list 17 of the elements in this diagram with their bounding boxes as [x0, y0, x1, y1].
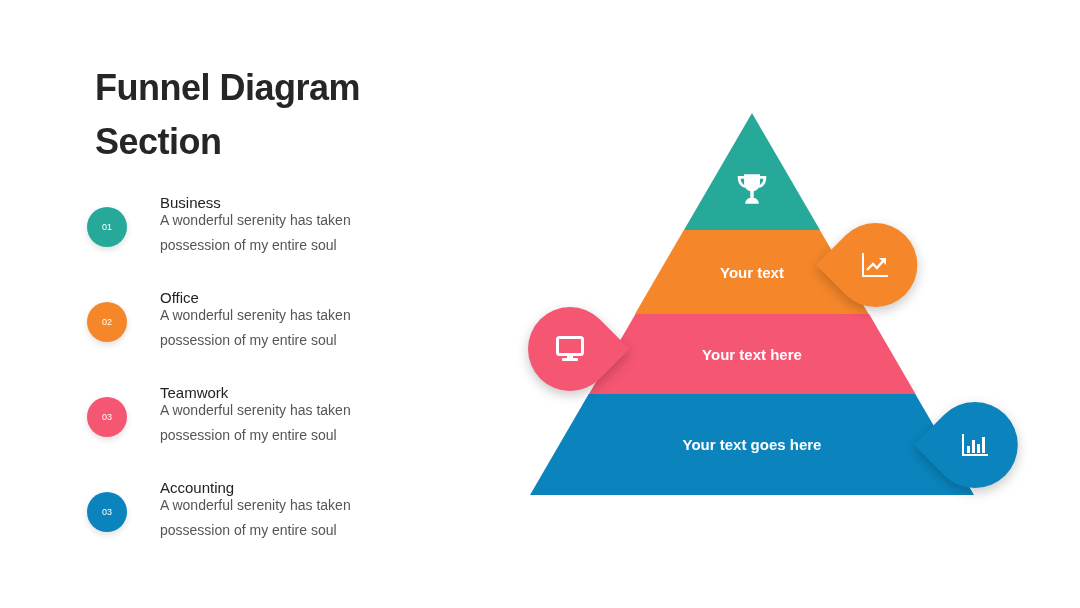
layer-label: Your text goes here	[682, 436, 822, 453]
item-description: A wonderful serenity has taken possession of my entire soul	[160, 401, 352, 445]
item-description: A wonderful serenity has taken possession of my entire soul	[160, 306, 352, 350]
item-heading: Business	[160, 193, 221, 213]
item-description: A wonderful serenity has taken possession of my entire soul	[160, 496, 352, 540]
item-description: A wonderful serenity has taken possession of my entire soul	[160, 211, 352, 255]
slide-title: Funnel Diagram Section	[95, 66, 362, 164]
number-badge: 03	[87, 492, 127, 532]
pyramid-layer	[684, 113, 820, 230]
item-heading: Teamwork	[160, 383, 229, 403]
number-badge: 02	[87, 302, 127, 342]
number-badge: 03	[87, 397, 127, 437]
layer-label: Your text	[720, 263, 784, 281]
number-badge: 01	[87, 207, 127, 247]
item-heading: Accounting	[160, 478, 235, 498]
item-heading: Office	[160, 288, 199, 308]
layer-label: Your text here	[702, 345, 802, 363]
